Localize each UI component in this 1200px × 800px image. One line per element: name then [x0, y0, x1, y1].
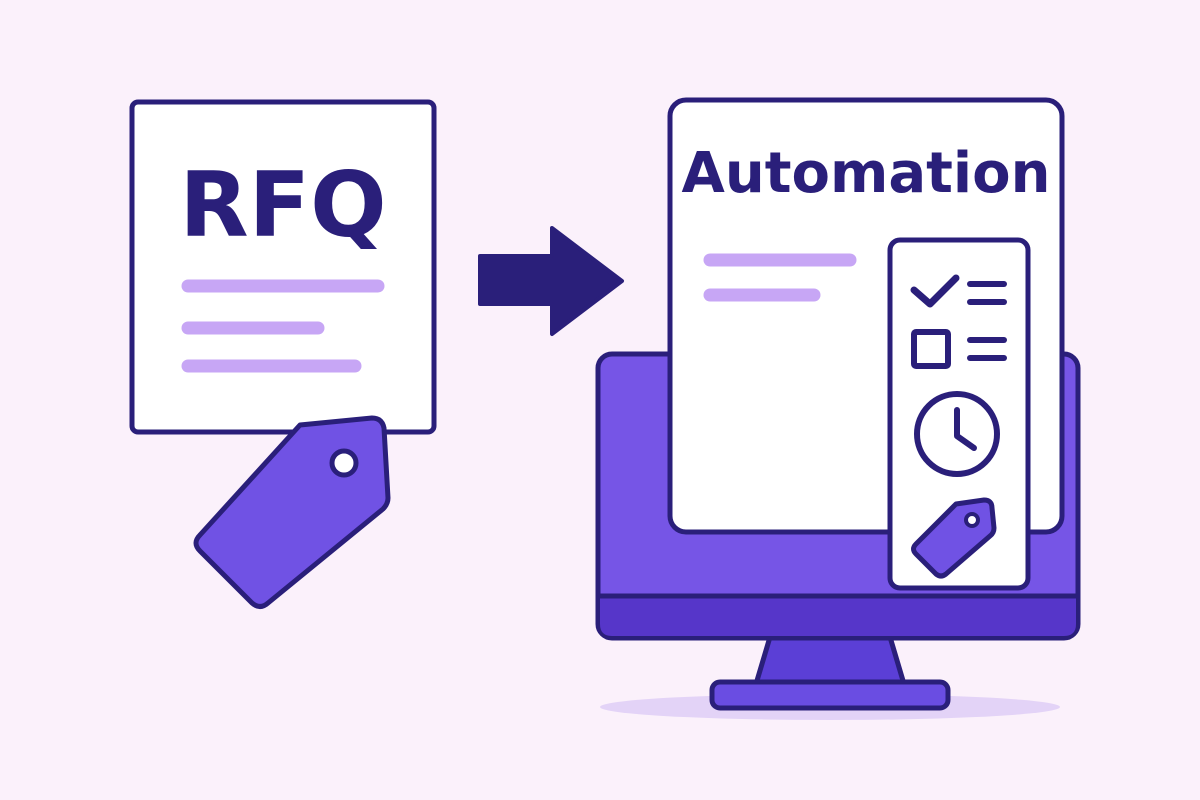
automation-title: Automation — [682, 141, 1051, 206]
list-lines-icon — [967, 281, 1007, 305]
clock-icon — [914, 391, 1000, 477]
price-tag-icon — [911, 497, 997, 579]
monitor-base — [709, 679, 951, 711]
checkmark-icon — [910, 274, 960, 308]
checklist-panel — [887, 237, 1031, 591]
rfq-document: RFQ — [129, 99, 437, 435]
document-text-lines — [181, 279, 385, 373]
price-tag-icon — [193, 415, 391, 609]
monitor-stand — [753, 634, 907, 687]
arrow-right-icon — [478, 226, 624, 336]
rfq-title: RFQ — [179, 153, 386, 258]
document-icon — [129, 99, 437, 435]
checkbox-icon — [911, 329, 951, 369]
monitor-chin — [600, 596, 1076, 636]
automation-text-lines — [703, 253, 857, 302]
list-lines-icon — [967, 337, 1007, 361]
